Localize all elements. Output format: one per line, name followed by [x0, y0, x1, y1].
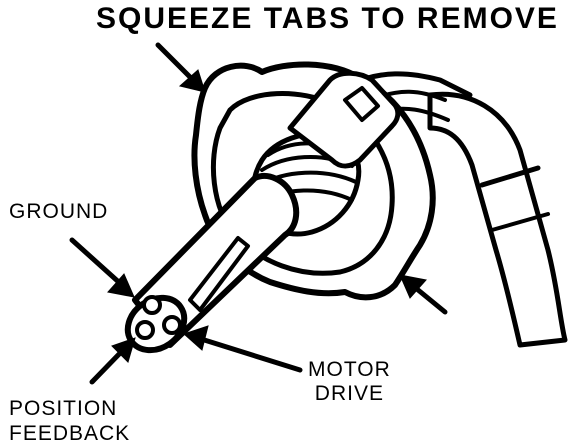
arrow-ground-head [107, 273, 135, 298]
harness-band-2 [490, 212, 550, 232]
motor-drive-label: MOTOR DRIVE [308, 358, 391, 406]
connector-clip-window [343, 86, 380, 122]
feedback-terminal [135, 320, 155, 340]
wire-harness [427, 91, 568, 348]
arrow-motor-drive-head [183, 325, 209, 351]
position-feedback-label-line-2: FEEDBACK [9, 422, 131, 445]
harness-band [479, 165, 541, 188]
shaft-slot [188, 236, 250, 312]
arrow-bottom-tab-head [399, 274, 427, 299]
arrow-ground [69, 237, 125, 288]
diagram-title: SQUEEZE TABS TO REMOVE [96, 2, 559, 35]
arrow-position-feedback-head [111, 337, 136, 363]
motor-drive-label-line-2: DRIVE [314, 382, 384, 405]
arrow-motor-drive [195, 335, 303, 373]
arrow-top-tab-head [178, 69, 206, 93]
ground-label: GROUND [9, 200, 109, 223]
motor-terminal [162, 315, 182, 335]
position-feedback-label: POSITION FEEDBACK [9, 396, 130, 446]
ground-terminal [142, 295, 162, 315]
arrow-top-tab [155, 42, 198, 85]
position-feedback-label-line-1: POSITION [9, 397, 118, 420]
motor-drive-label-line-1: MOTOR [308, 358, 391, 381]
